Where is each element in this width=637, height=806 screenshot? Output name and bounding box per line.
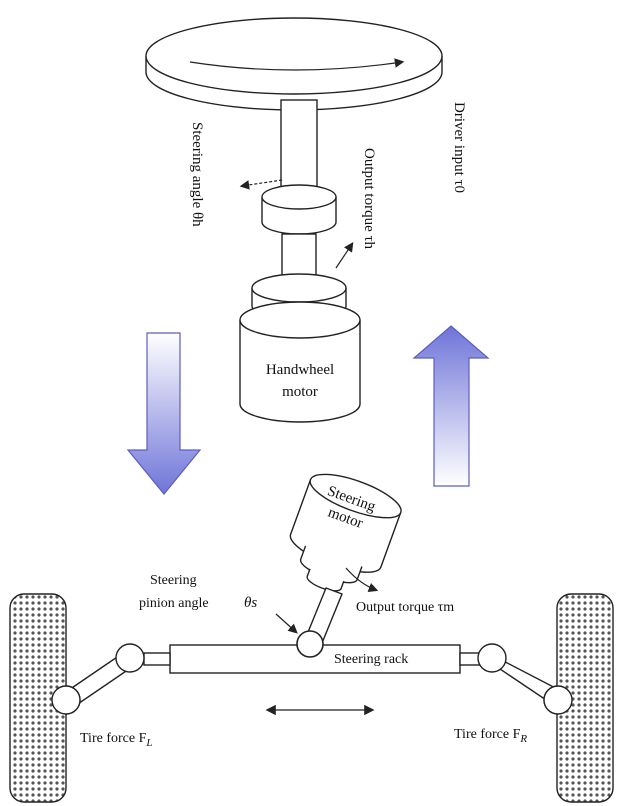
steering-angle-label: Steering angle θh xyxy=(189,122,205,227)
steering-motor xyxy=(289,473,402,592)
theta-s-label: θs xyxy=(244,595,257,611)
output-torque-m-arrow xyxy=(345,567,379,592)
steering-rack-label: Steering rack xyxy=(334,652,408,667)
tire-force-left-label: Tire force FL xyxy=(80,731,153,749)
handwheel-motor-label-line1: Handwheel xyxy=(266,362,334,378)
handwheel-motor xyxy=(239,301,361,423)
output-torque-m-label: Output torque τm xyxy=(356,600,454,615)
up-arrow-icon xyxy=(412,325,490,487)
steering-rack xyxy=(143,644,483,674)
output-torque-h-arrow xyxy=(335,242,354,269)
pinion-angle-arrow xyxy=(275,613,298,634)
steering-pinion-label-line1: Steering xyxy=(150,573,197,588)
driver-input-label: Driver input τ0 xyxy=(451,102,467,193)
tire-force-right-label: Tire force FR xyxy=(454,727,527,745)
handwheel xyxy=(145,17,443,111)
steering-angle-arrow xyxy=(239,179,283,190)
steering-pinion-label-line2: pinion angle xyxy=(139,596,209,611)
down-arrow-icon xyxy=(126,332,202,495)
handwheel-motor-label-line2: motor xyxy=(282,384,318,400)
pinion-joint xyxy=(296,630,324,658)
steering-column xyxy=(251,99,347,321)
output-torque-h-label: Output torque τh xyxy=(361,148,377,250)
